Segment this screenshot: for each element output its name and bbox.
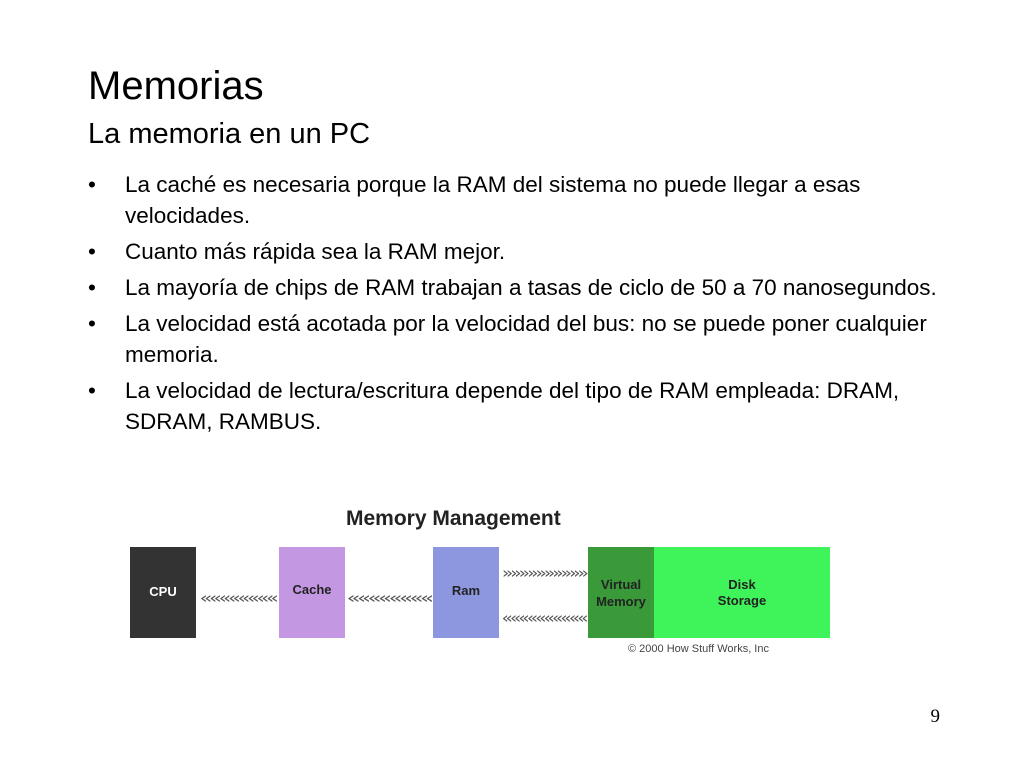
slide-title: Memorias — [88, 64, 264, 108]
diagram-title: Memory Management — [346, 507, 561, 530]
bullet-item: • La velocidad está acotada por la veloci… — [88, 308, 948, 370]
disk-storage-box — [654, 547, 830, 638]
bullet-list: • La caché es necesaria porque la RAM del… — [88, 169, 948, 442]
disk-storage-label-line1: Disk — [728, 577, 756, 592]
disk-storage-label-line2: Storage — [718, 593, 766, 608]
bullet-icon: • — [88, 172, 96, 197]
bullet-text: La velocidad está acotada por la velocid… — [125, 311, 927, 367]
ram-to-virtual-memory-arrows: »»»»»»»»»» — [502, 564, 588, 582]
bullet-text: Cuanto más rápida sea la RAM mejor. — [125, 239, 506, 264]
virtual-memory-to-ram-arrows: «««««««««« — [502, 609, 587, 627]
ram-to-cache-arrows: «««««««« — [347, 589, 432, 607]
slide-subtitle: La memoria en un PC — [88, 118, 371, 150]
bullet-icon: • — [88, 311, 96, 336]
bullet-icon: • — [88, 239, 96, 264]
virtual-memory-label-line1: Virtual — [601, 577, 641, 592]
ram-box — [433, 547, 499, 638]
bullet-item: • Cuanto más rápida sea la RAM mejor. — [88, 236, 948, 267]
bullet-item: • La mayoría de chips de RAM trabajan a t… — [88, 272, 948, 303]
cache-box — [279, 547, 345, 638]
ram-label: Ram — [452, 583, 480, 598]
page-number: 9 — [930, 706, 941, 727]
bullet-text: La mayoría de chips de RAM trabajan a ta… — [125, 275, 937, 300]
bullet-item: • La velocidad de lectura/escritura depen… — [88, 375, 948, 437]
virtual-memory-label-line2: Memory — [596, 594, 647, 609]
cache-label: Cache — [292, 582, 331, 597]
bullet-icon: • — [88, 378, 96, 403]
virtual-memory-box — [588, 547, 654, 638]
cpu-box — [130, 547, 196, 638]
bullet-icon: • — [88, 275, 96, 300]
bullet-item: • La caché es necesaria porque la RAM del… — [88, 169, 948, 231]
bullet-text: La velocidad de lectura/escritura depend… — [125, 378, 900, 434]
bullet-text: La caché es necesaria porque la RAM del … — [125, 172, 861, 228]
cpu-label: CPU — [149, 584, 176, 599]
diagram-copyright: © 2000 How Stuff Works, Inc — [628, 643, 769, 655]
cache-to-cpu-arrows: «««««««« — [200, 589, 277, 607]
